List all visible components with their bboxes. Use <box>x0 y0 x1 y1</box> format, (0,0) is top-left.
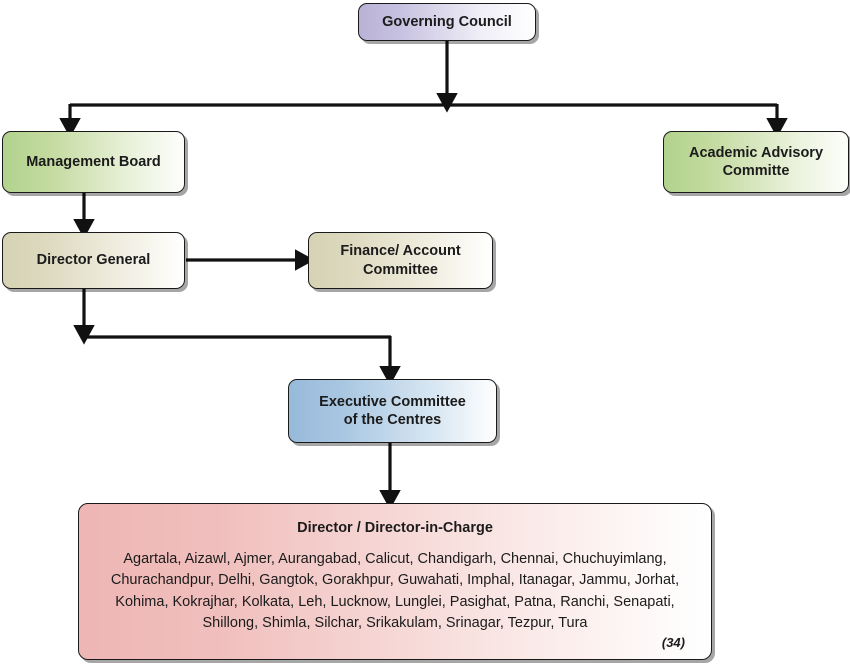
node-academic-advisory-committee[interactable]: Academic Advisory Committe <box>663 131 849 193</box>
node-management-board-label: Management Board <box>26 153 161 170</box>
node-governing-council-label: Governing Council <box>382 13 512 30</box>
directors-panel-centres-list: Agartala, Aizawl, Ajmer, Aurangabad, Cal… <box>110 551 680 632</box>
node-director-general-label: Director General <box>36 252 151 269</box>
directors-panel-count: (34) <box>661 634 685 650</box>
node-director-general[interactable]: Director General <box>2 232 185 289</box>
node-governing-council[interactable]: Governing Council <box>358 3 536 41</box>
node-finance-account-committee-label: Finance/ Account Committee <box>340 243 461 278</box>
node-directors-panel[interactable]: Director / Director-in-Charge Agartala, … <box>78 503 712 660</box>
node-executive-committee-label: Executive Committee of the Centres <box>319 393 466 428</box>
directors-panel-title: Director / Director-in-Charge <box>297 520 493 536</box>
node-academic-advisory-committee-label: Academic Advisory Committe <box>688 144 824 179</box>
node-executive-committee[interactable]: Executive Committee of the Centres <box>288 379 497 443</box>
node-finance-account-committee[interactable]: Finance/ Account Committee <box>308 232 493 289</box>
node-management-board[interactable]: Management Board <box>2 131 185 193</box>
